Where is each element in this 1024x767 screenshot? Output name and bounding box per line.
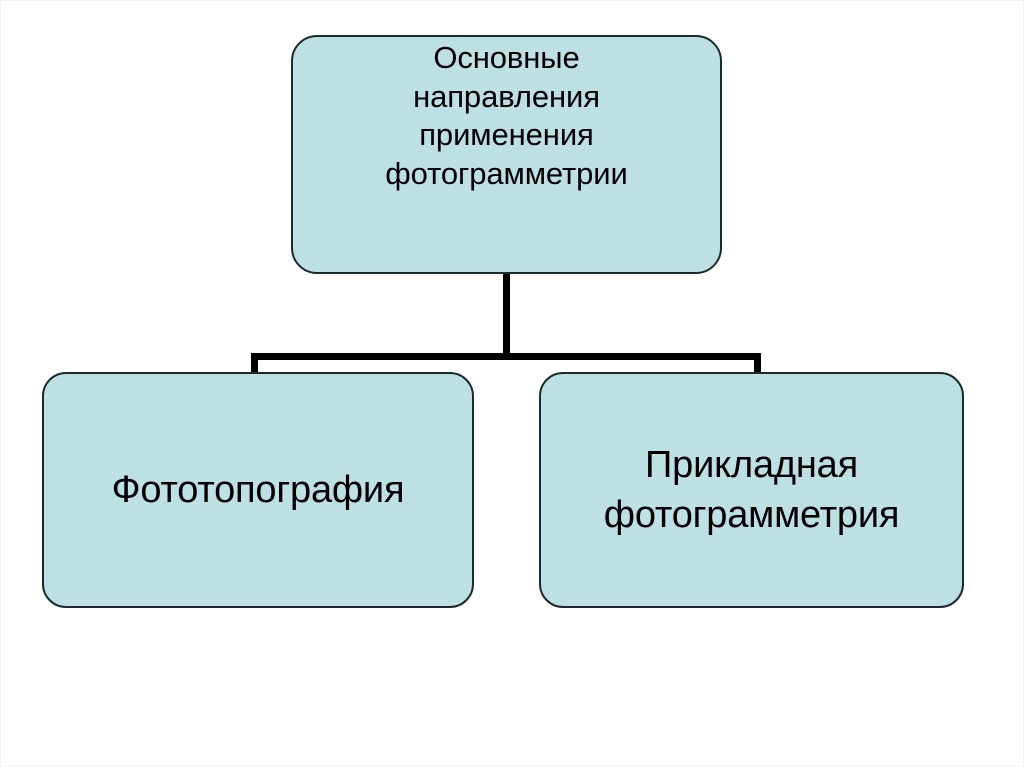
connector-horizontal-bus — [251, 353, 761, 360]
node-child-phototopography[interactable]: Фототопография — [42, 372, 474, 608]
node-child-applied-photogrammetry[interactable]: Прикладная фотограмметрия — [539, 372, 964, 608]
node-child-applied-photogrammetry-label: Прикладная фотограмметрия — [603, 444, 900, 536]
node-root-main-directions[interactable]: Основные направления применения фотограм… — [291, 35, 722, 274]
node-child-phototopography-label: Фототопография — [111, 469, 405, 511]
node-root-label: Основные направления применения фотограм… — [385, 40, 628, 191]
connector-trunk-vertical — [503, 273, 510, 360]
